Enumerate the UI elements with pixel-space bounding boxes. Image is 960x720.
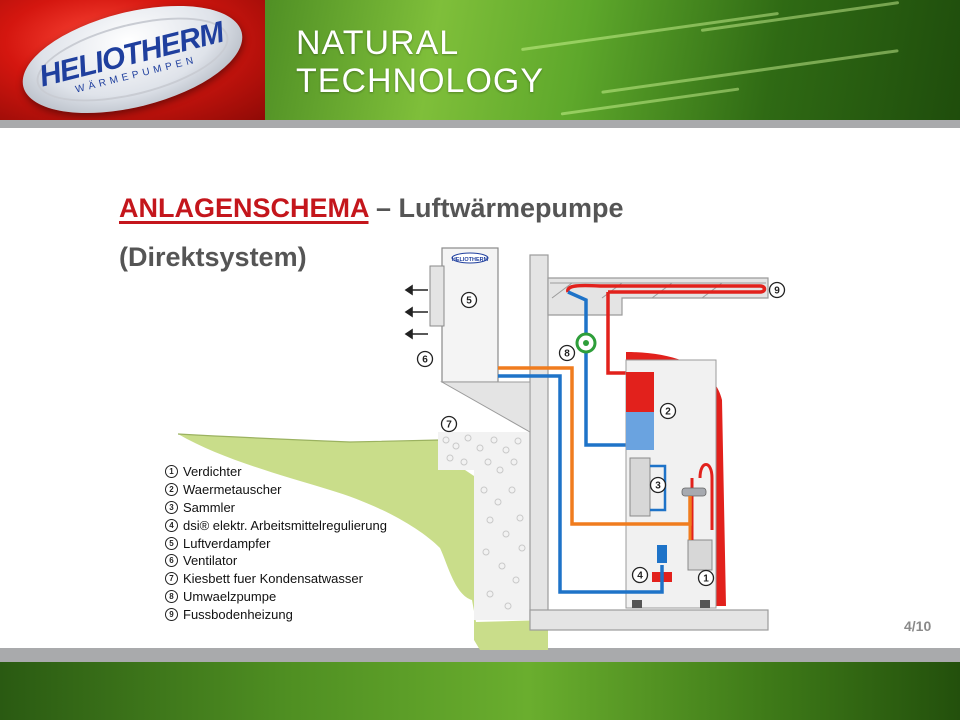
title-highlight: ANLAGENSCHEMA [119,193,369,223]
component-legend: 1 Verdichter 2 Waermetauscher 3 Sammler 4 ds… [165,463,387,623]
ground-terrain [178,434,548,650]
tagline-line2: TECHNOLOGY [296,62,545,100]
legend-label: Sammler [183,499,236,515]
legend-label: Luftverdampfer [183,535,271,551]
legend-label: Ventilator [183,553,238,569]
callout-3: 3 [649,476,667,494]
title-dash: – [368,193,399,223]
svg-text:8: 8 [564,349,570,360]
header-divider [0,120,960,128]
legend-number: 8 [165,589,178,603]
slide-subtitle: (Direktsystem) [119,242,307,272]
legend-number: 5 [165,536,178,550]
svg-text:6: 6 [422,355,428,366]
footer-divider [0,648,960,662]
legend-label: dsi® elektr. Arbeitsmittelregulierung [183,517,387,533]
svg-text:5: 5 [466,296,472,307]
legend-item: 2 Waermetauscher [165,481,387,499]
legend-number: 4 [165,518,178,532]
legend-item: 9 Fussbodenheizung [165,605,387,623]
legend-number: 7 [165,572,178,586]
page-number: 4/10 [904,618,932,634]
outdoor-unit: HELIOTHERM [429,247,531,433]
legend-item: 1 Verdichter [165,463,387,481]
indoor-unit [625,352,726,609]
svg-text:1: 1 [703,574,709,585]
callout-9: 9 [768,281,786,299]
pipe-orange-gas [498,366,692,526]
pipe-blue-return [567,290,626,447]
callout-4: 4 [631,566,649,584]
legend-item: 5 Luftverdampfer [165,534,387,552]
svg-text:2: 2 [665,407,671,418]
legend-label: Kiesbett fuer Kondensatwasser [183,571,363,587]
callout-1: 1 [697,569,715,587]
slide-title: ANLAGENSCHEMA – Luftwärmepumpe [119,193,624,224]
unit-logo-text: HELIOTHERM [452,257,489,263]
svg-text:3: 3 [655,481,661,492]
legend-number: 2 [165,483,178,497]
legend-item: 3 Sammler [165,499,387,517]
tagline: NATURAL TECHNOLOGY [296,24,544,100]
callout-7: 7 [440,415,458,433]
circulation-pump [575,332,597,354]
legend-number: 6 [165,554,178,568]
legend-item: 4 dsi® elektr. Arbeitsmittelregulierung [165,516,387,534]
legend-label: Waermetauscher [183,482,282,498]
legend-item: 6 Ventilator [165,552,387,570]
title-rest: Luftwärmepumpe [398,193,624,223]
legend-item: 8 Umwaelzpumpe [165,588,387,606]
callout-5: 5 [460,291,478,309]
pipe-blue-liquid [498,374,664,594]
legend-item: 7 Kiesbett fuer Kondensatwasser [165,570,387,588]
legend-label: Fussbodenheizung [183,606,293,622]
callout-8: 8 [558,344,576,362]
airflow-arrows [404,284,428,340]
svg-text:9: 9 [774,286,780,297]
legend-number: 1 [165,465,178,479]
floor-heating-loop [566,283,767,294]
legend-number: 3 [165,500,178,514]
logo-panel: HELIOTHERM WÄRMEPUMPEN [0,0,265,120]
legend-label: Umwaelzpumpe [183,588,277,604]
svg-text:4: 4 [637,571,643,582]
footer-banner [0,662,960,720]
legend-label: Verdichter [183,464,242,480]
header-banner: HELIOTHERM WÄRMEPUMPEN NATURAL TECHNOLOG… [0,0,960,120]
legend-number: 9 [165,607,178,621]
callout-6: 6 [416,350,434,368]
tagline-line1: NATURAL [296,24,460,62]
callout-2: 2 [659,402,677,420]
svg-text:7: 7 [446,420,452,431]
gravel-bed [438,432,532,620]
